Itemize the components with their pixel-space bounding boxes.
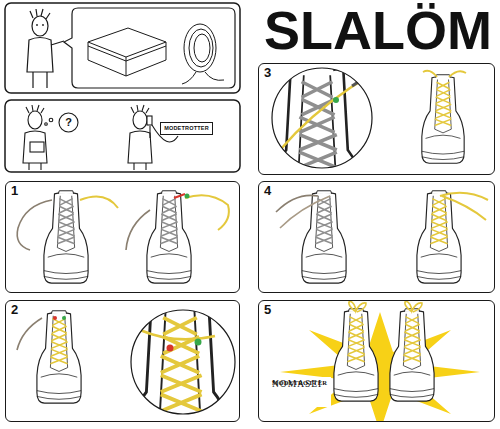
person-body — [23, 131, 47, 163]
lace-bow — [405, 301, 422, 312]
thought-dot — [45, 123, 48, 126]
boot — [44, 191, 88, 283]
new-lace — [423, 71, 466, 77]
manual — [30, 142, 44, 152]
lace-bow — [349, 301, 366, 312]
thought-dot — [49, 118, 53, 122]
person-legs — [134, 163, 146, 170]
calling-person — [128, 105, 178, 170]
old-lace — [17, 318, 42, 350]
box-top — [88, 28, 166, 57]
new-lace — [140, 330, 215, 339]
person-arm — [51, 41, 64, 45]
green-dot — [333, 97, 339, 103]
new-lace — [440, 193, 488, 220]
lace-coil — [182, 24, 224, 84]
person-head — [133, 111, 147, 129]
person-hair — [131, 105, 149, 113]
brand-text: MODETROTTER — [272, 379, 327, 386]
new-lace — [280, 74, 372, 150]
thought-bubble: ? — [58, 112, 79, 133]
red-dot — [167, 345, 174, 352]
red-dot — [53, 316, 57, 320]
coil-ends — [182, 72, 224, 84]
help-panel — [5, 100, 240, 172]
boot — [422, 75, 464, 164]
boot — [417, 191, 461, 283]
boot — [147, 191, 191, 283]
phone — [147, 116, 152, 125]
boot — [302, 191, 346, 283]
question-mark: ? — [65, 116, 72, 128]
boot — [390, 309, 434, 401]
green-dot — [62, 316, 66, 320]
intro-panel — [5, 3, 240, 93]
box-sides — [88, 42, 166, 76]
zoom-circle — [272, 68, 372, 168]
shop-sign: MODETROTTER — [160, 122, 213, 135]
new-lace — [185, 195, 229, 230]
green-dot — [185, 194, 190, 199]
step-panel: 1 — [5, 181, 240, 293]
boot-closeup — [125, 298, 235, 429]
shoe-box — [88, 28, 166, 76]
person-legs — [33, 72, 47, 88]
coil-loop — [189, 29, 213, 67]
title-text: SLALÖM — [264, 3, 492, 57]
boot — [334, 309, 378, 401]
step-number: 3 — [264, 66, 271, 80]
person-eye — [42, 24, 44, 26]
bubble-circle — [59, 113, 78, 132]
red-mark — [174, 194, 185, 198]
speech-bubble — [64, 8, 235, 88]
step-number: 5 — [264, 303, 271, 317]
step-panel: 4 — [258, 181, 495, 293]
person-body — [27, 38, 53, 73]
person-head — [32, 16, 48, 36]
boot — [37, 311, 81, 403]
step-number: 4 — [264, 184, 271, 198]
old-lace — [17, 200, 52, 250]
person-legs — [29, 163, 41, 170]
step-number: 2 — [11, 303, 18, 317]
zoom-detail — [125, 298, 236, 429]
brand-logo: NOMASEIxMODETROTTER — [267, 377, 331, 407]
step-panel: 3 — [258, 63, 495, 175]
thinking-person — [23, 105, 53, 170]
person-eye — [36, 24, 38, 26]
person-body — [128, 131, 152, 163]
old-lace — [280, 196, 330, 228]
person-arm — [149, 126, 150, 138]
box-lid-line — [88, 46, 166, 61]
coil-loop — [194, 34, 210, 62]
green-dot — [195, 339, 202, 346]
coil-loop — [184, 24, 216, 72]
zoom-circle — [131, 310, 235, 414]
step-number: 1 — [11, 184, 18, 198]
person-hair — [26, 105, 44, 113]
sign-text: MODETROTTER — [164, 125, 209, 131]
person-figure — [27, 9, 64, 88]
person-head — [28, 111, 42, 129]
step-panel: 5NOMASEIxMODETROTTER — [258, 300, 495, 422]
old-lace — [126, 210, 150, 250]
title-area: SLALÖM — [264, 3, 492, 57]
new-lace — [80, 196, 118, 208]
person-hair — [30, 9, 50, 19]
step-panel: 2 — [5, 300, 240, 422]
